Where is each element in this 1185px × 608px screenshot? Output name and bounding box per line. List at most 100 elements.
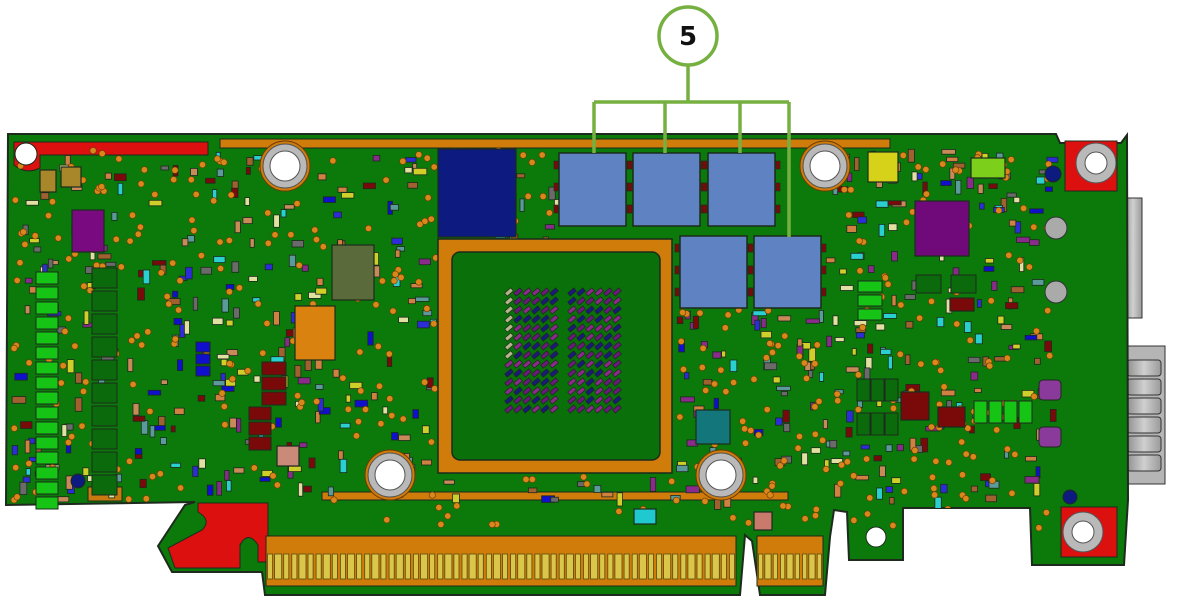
bga-ball (576, 395, 586, 405)
smd-part (394, 249, 401, 258)
smd-part (338, 450, 344, 460)
via (763, 406, 771, 414)
smd-part (317, 173, 327, 181)
via (978, 525, 986, 533)
blue-stack (195, 365, 211, 377)
smd-part (275, 417, 282, 428)
edge-pin (429, 553, 436, 580)
smd-part (244, 197, 250, 206)
memory-chip-cap (702, 182, 708, 192)
via (840, 186, 848, 194)
bga-ball (549, 377, 559, 387)
smd-part (548, 186, 556, 201)
mem-2 (632, 152, 701, 227)
smd-part (850, 252, 864, 260)
dark-green-left (91, 382, 118, 404)
smd-part (979, 202, 985, 210)
smd-part (147, 389, 162, 396)
via (859, 323, 867, 331)
smd-part (876, 487, 883, 500)
bga-ball (504, 404, 514, 414)
via (931, 358, 939, 366)
bga-ball (513, 332, 523, 342)
smd-part (19, 481, 28, 495)
smd-part (601, 491, 614, 498)
bga-ball (522, 287, 532, 297)
via (64, 438, 72, 446)
green-left-col (35, 271, 59, 285)
smd-part (842, 450, 851, 457)
smd-part (1046, 156, 1059, 163)
keepout-region-bottom-left (167, 502, 269, 569)
smd-part (904, 354, 911, 365)
bga-ball (576, 314, 586, 324)
smd-part (160, 165, 169, 171)
smd-part (867, 265, 875, 274)
callout-5: 5 (592, 5, 791, 237)
edge-pin (526, 553, 533, 580)
smd-part (760, 330, 772, 339)
via (774, 342, 782, 350)
smd-part (885, 486, 894, 493)
via (899, 151, 907, 159)
bga-ball (522, 386, 532, 396)
via (795, 352, 803, 360)
bga-ball (594, 377, 604, 387)
edge-pin (720, 553, 727, 580)
via (966, 336, 974, 344)
via (146, 407, 154, 415)
smd-part (984, 258, 994, 264)
via (236, 284, 244, 292)
via (423, 154, 431, 162)
bga-ball (522, 395, 532, 405)
via (931, 491, 939, 499)
green-left-col (35, 361, 59, 375)
smd-part (891, 477, 902, 484)
smd-part (616, 492, 623, 507)
edge-pin (772, 553, 778, 580)
smd-part (308, 291, 322, 299)
smd-part (1024, 476, 1040, 484)
smd-part (887, 355, 893, 370)
bga-ball (531, 305, 541, 315)
memory-chip-cap (775, 204, 781, 214)
bga-ball (513, 395, 523, 405)
via (780, 457, 788, 465)
via (71, 342, 79, 350)
via (1033, 327, 1041, 335)
bga-ball (594, 404, 604, 414)
smd-part (132, 403, 140, 416)
smd-part (332, 368, 340, 378)
smd-part (805, 318, 820, 324)
bga-ball (594, 296, 604, 306)
via (962, 450, 970, 458)
smd-part (752, 310, 768, 317)
smd-part (988, 183, 998, 190)
via (696, 309, 704, 317)
via (944, 505, 952, 513)
via (386, 395, 394, 403)
via (225, 237, 233, 245)
via (65, 255, 73, 263)
bga-ball (513, 359, 523, 369)
blue-stack (195, 353, 211, 365)
smd-part (345, 394, 352, 403)
smd-part (1035, 176, 1046, 185)
bga-ball (504, 368, 514, 378)
bga-ball (603, 359, 613, 369)
via (389, 307, 397, 315)
via (811, 403, 819, 411)
smd-part (33, 246, 42, 253)
via (813, 341, 821, 349)
via (1008, 489, 1016, 497)
edge-pin (444, 553, 453, 580)
smd-part (1024, 334, 1038, 341)
memory-chip-cap (748, 287, 754, 297)
smd-part (891, 294, 897, 307)
via (855, 237, 863, 245)
smd-part (24, 439, 31, 454)
smd-part (284, 337, 290, 348)
via (210, 197, 218, 205)
memory-chip-cap (553, 160, 559, 170)
mounting-hole (1084, 151, 1108, 175)
